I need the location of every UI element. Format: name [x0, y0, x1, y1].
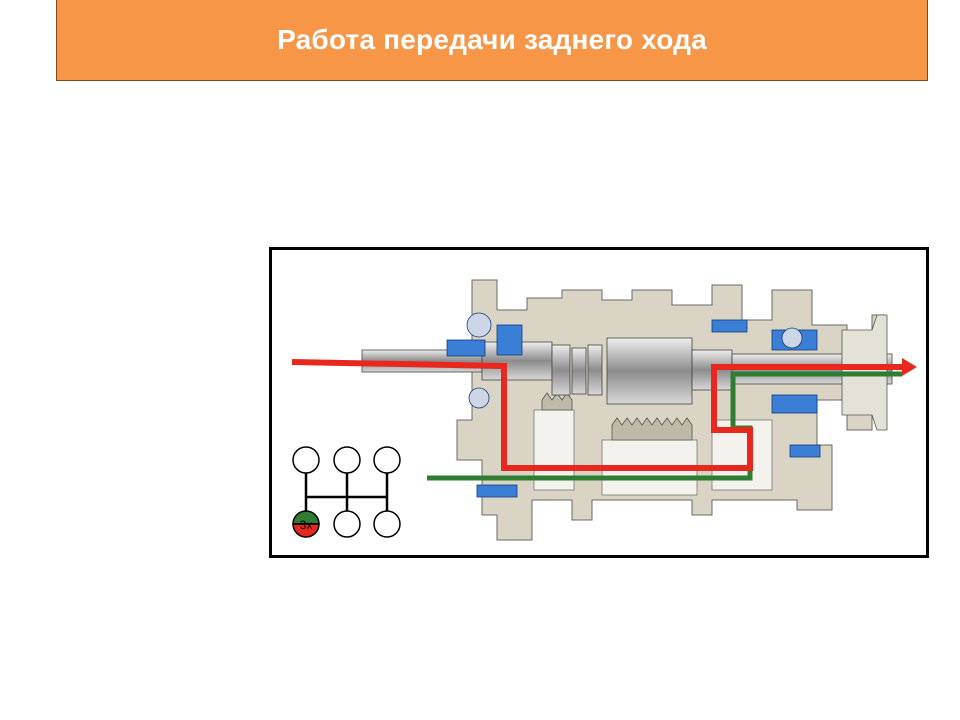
- bearings: [446, 312, 821, 498]
- gear-teeth: [541, 392, 693, 441]
- gearbox-housing: [456, 279, 885, 541]
- title-bar: Работа передачи заднего хода: [56, 0, 928, 81]
- gearbox-diagram-frame: 3х: [269, 247, 929, 558]
- reverse-gear-indicator: 3х: [292, 510, 320, 538]
- gearbox-diagram: 3х: [291, 279, 917, 541]
- power-flow-drive-line: [291, 359, 902, 471]
- power-flow-arrowhead: [902, 358, 917, 376]
- gearshift-pattern: [292, 446, 401, 538]
- slide-title: Работа передачи заднего хода: [277, 24, 707, 55]
- gear-label: 3х: [300, 518, 313, 532]
